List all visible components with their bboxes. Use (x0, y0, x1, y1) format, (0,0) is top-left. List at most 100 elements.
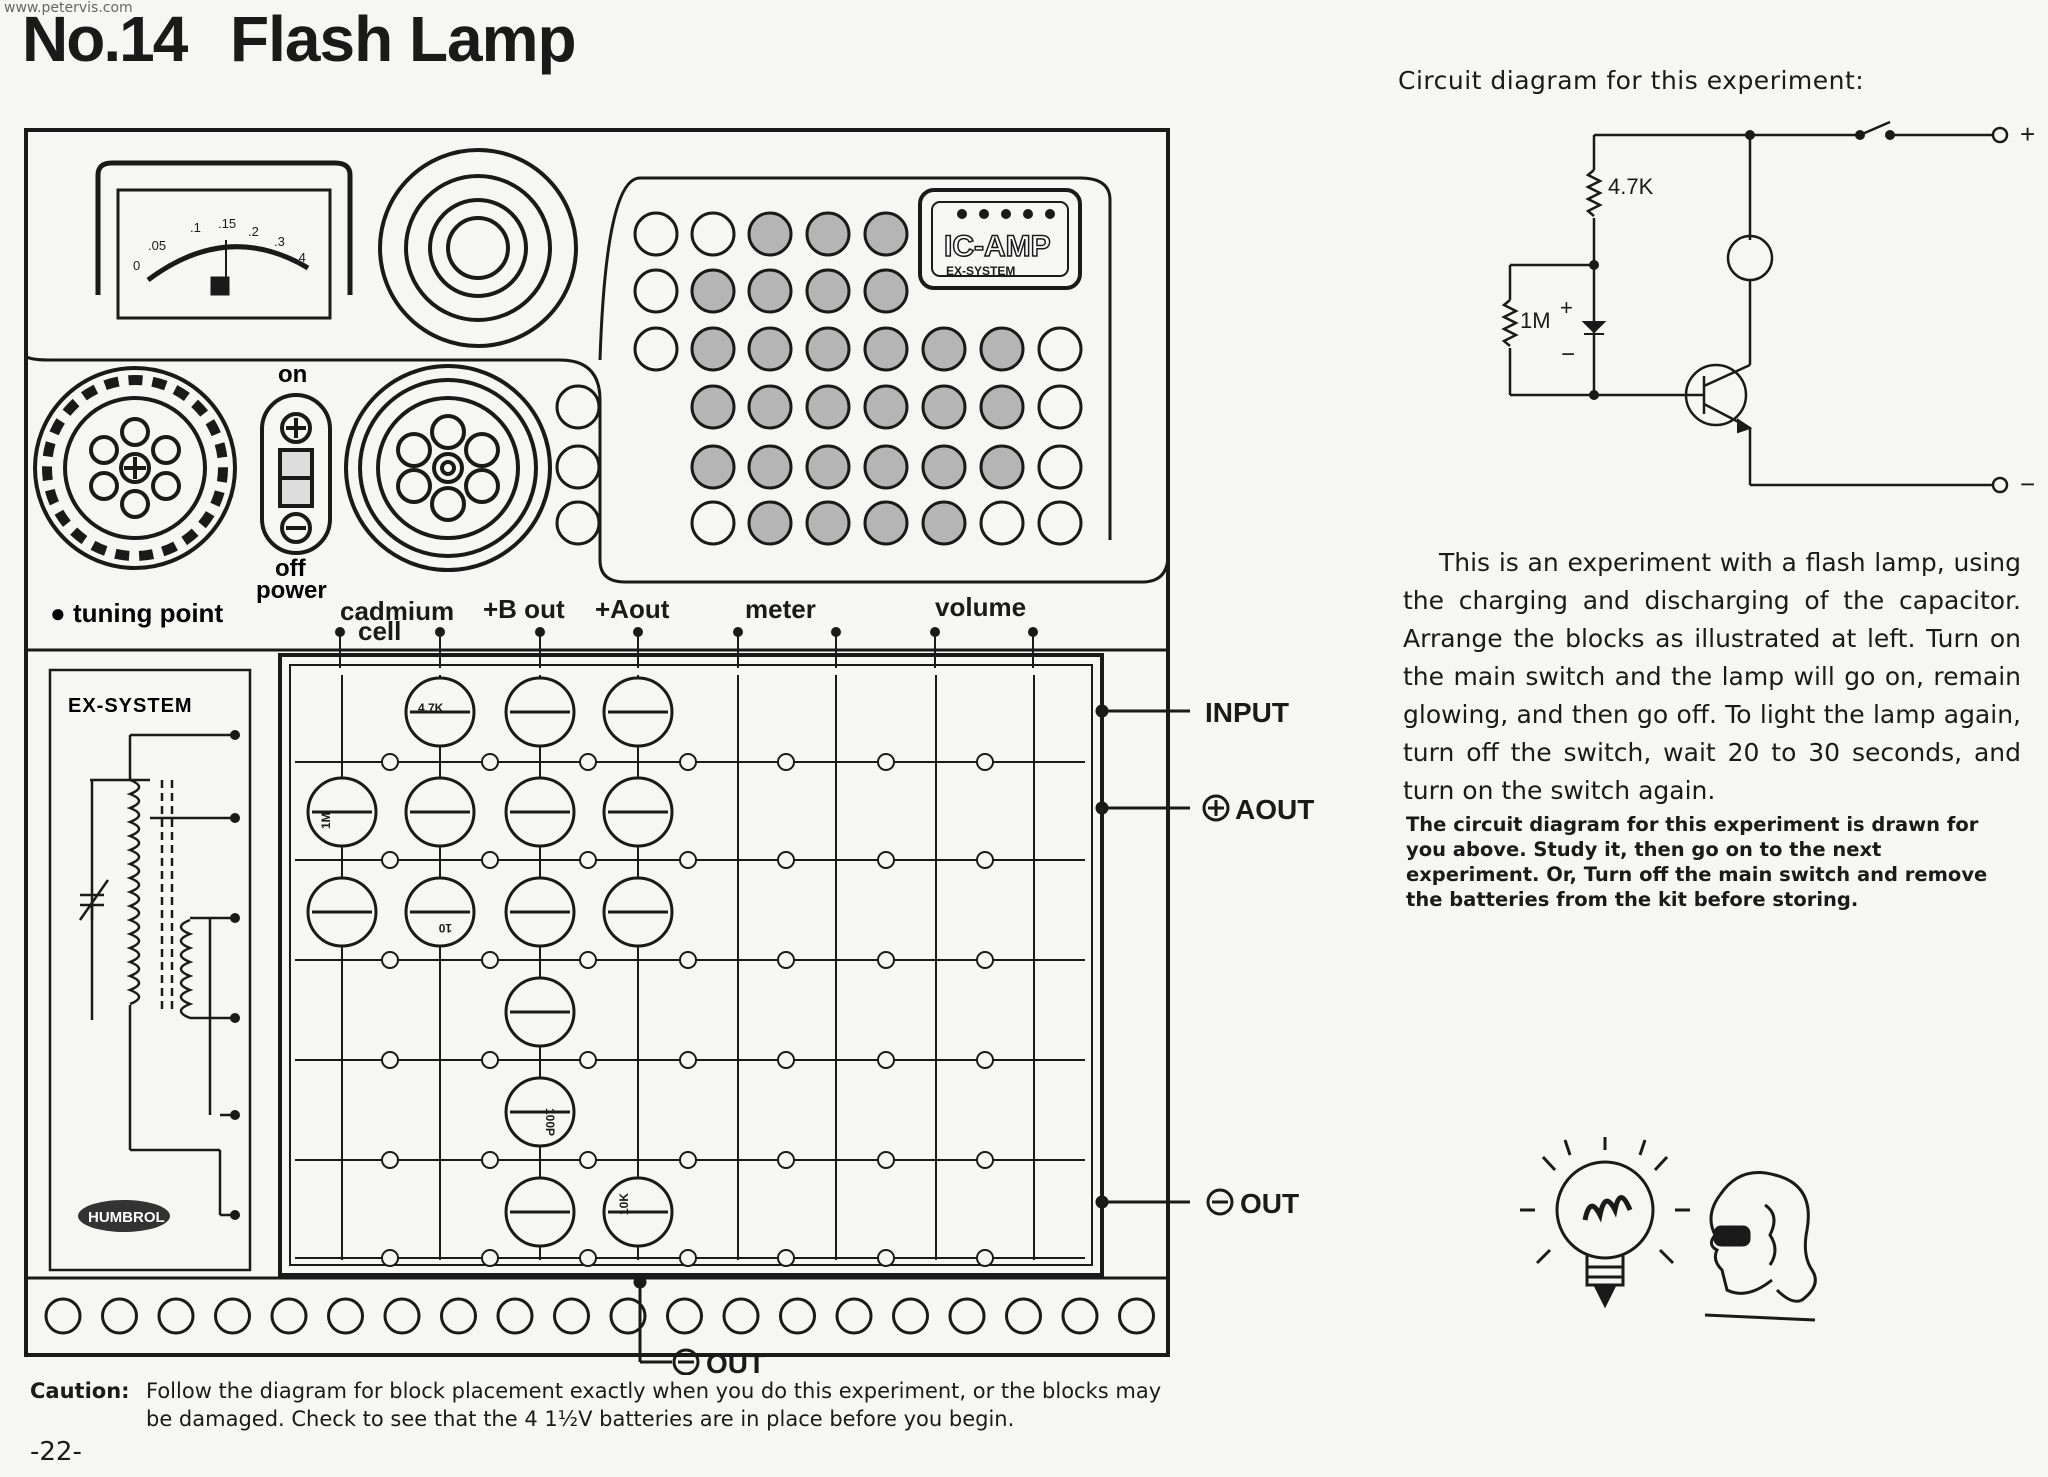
grid-node (777, 753, 795, 771)
aout-terminal-label: AOUT (1235, 794, 1314, 825)
block-label-10: 10 (438, 921, 452, 935)
grid-node (877, 1151, 895, 1169)
block-label-10k: 10K (617, 1193, 631, 1215)
battery-hole (440, 1297, 477, 1335)
experiment-note: The circuit diagram for this experiment … (1406, 813, 1988, 911)
grid-hole (805, 500, 851, 546)
grid-node (679, 851, 697, 869)
terminal-label-bout: +B out (483, 594, 565, 624)
page-title: Flash Lamp (230, 3, 577, 75)
battery-hole (1005, 1297, 1042, 1335)
switch-on-label: on (278, 361, 307, 388)
grid-hole (690, 268, 736, 314)
grid-hole (633, 268, 679, 314)
grid-hole (747, 268, 793, 314)
speaker (378, 148, 578, 348)
battery-hole (1118, 1297, 1155, 1335)
grid-hole (805, 384, 851, 430)
battery-hole (44, 1297, 82, 1335)
grid-hole (863, 384, 909, 430)
input-terminal-label: INPUT (1205, 697, 1289, 728)
svg-text:HUMBROL: HUMBROL (88, 1209, 165, 1226)
block-label-100p: 100P (543, 1108, 557, 1136)
grid-hole (921, 384, 967, 430)
battery-hole (666, 1297, 703, 1335)
svg-text:.4: .4 (295, 250, 306, 265)
battery-hole (327, 1297, 364, 1335)
power-switch[interactable] (260, 393, 332, 555)
grid-hole (633, 211, 679, 257)
circuit-r2-label: 1M (1520, 308, 1551, 333)
grid-hole (805, 326, 851, 372)
terminal-label-volume: volume (935, 592, 1026, 622)
grid-hole (690, 444, 736, 490)
grid-node (777, 951, 795, 969)
grid-node (381, 1151, 399, 1169)
grid-hole (921, 326, 967, 372)
grid-hole (690, 500, 736, 546)
svg-text:.05: .05 (148, 238, 166, 253)
grid-hole (979, 326, 1025, 372)
battery-hole (553, 1297, 590, 1335)
grid-hole (979, 384, 1025, 430)
svg-text:.2: .2 (248, 224, 259, 239)
capacitor-minus-label: − (1561, 341, 1575, 368)
svg-text:.15: .15 (218, 216, 236, 231)
humbrol-logo: HUMBROL (78, 1200, 170, 1232)
grid-node (777, 851, 795, 869)
grid-hole (921, 500, 967, 546)
ex-system-label: EX-SYSTEM (68, 695, 193, 717)
grid-node (679, 1151, 697, 1169)
battery-hole (722, 1297, 760, 1335)
block-label-1m: 1M (319, 812, 333, 829)
person-face-icon (1704, 1171, 1817, 1322)
bottom-out-terminal-label: OUT (706, 1348, 765, 1375)
grid-node (679, 1249, 697, 1267)
grid-node (481, 851, 499, 869)
grid-node (976, 1051, 994, 1069)
grid-hole (690, 211, 736, 257)
grid-node (976, 1249, 994, 1267)
tuning-dial[interactable] (33, 366, 237, 570)
grid-hole (555, 384, 601, 430)
grid-node (579, 1249, 597, 1267)
grid-hole (863, 211, 909, 257)
grid-hole (805, 268, 851, 314)
ic-amp-module: IC-AMP EX-SYSTEM (918, 188, 1082, 290)
grid-hole (555, 444, 601, 490)
battery-hole (779, 1297, 816, 1335)
grid-node (481, 1151, 499, 1169)
circuit-diagram: 4.7K 1M + − + − (1501, 119, 2035, 499)
component-blocks (306, 676, 674, 1248)
volume-dial[interactable] (344, 364, 552, 572)
grid-hole (747, 444, 793, 490)
grid-node (381, 1051, 399, 1069)
terminal-minus-label: − (2020, 469, 2035, 499)
meter-gauge (95, 160, 353, 320)
grid-hole (747, 326, 793, 372)
grid-hole (863, 444, 909, 490)
grid-hole (690, 326, 736, 372)
grid-hole (805, 211, 851, 257)
grid-node (877, 1051, 895, 1069)
lamp-illustration (1520, 1137, 1817, 1322)
terminal-label-aout: +Aout (595, 594, 670, 624)
svg-text:.1: .1 (190, 220, 201, 235)
grid-node (976, 753, 994, 771)
grid-hole (1037, 444, 1083, 490)
meter-scale-labels: 0 .05 .1 .15 .2 .3 .4 (133, 216, 306, 273)
grid-node (481, 1051, 499, 1069)
terminal-label-cadmium: cadmium (340, 596, 454, 626)
grid-hole (690, 384, 736, 430)
circuit-r1-label: 4.7K (1608, 174, 1654, 199)
grid-hole (1037, 384, 1083, 430)
switch-off-label: off (275, 555, 307, 582)
svg-text:.3: .3 (274, 234, 285, 249)
breadboard-grid (295, 675, 1085, 1267)
grid-hole (1037, 326, 1083, 372)
caution-label: Caution: (30, 1379, 130, 1403)
grid-hole (555, 500, 601, 546)
battery-hole (496, 1297, 534, 1335)
grid-hole (863, 268, 909, 314)
grid-node (877, 1249, 895, 1267)
